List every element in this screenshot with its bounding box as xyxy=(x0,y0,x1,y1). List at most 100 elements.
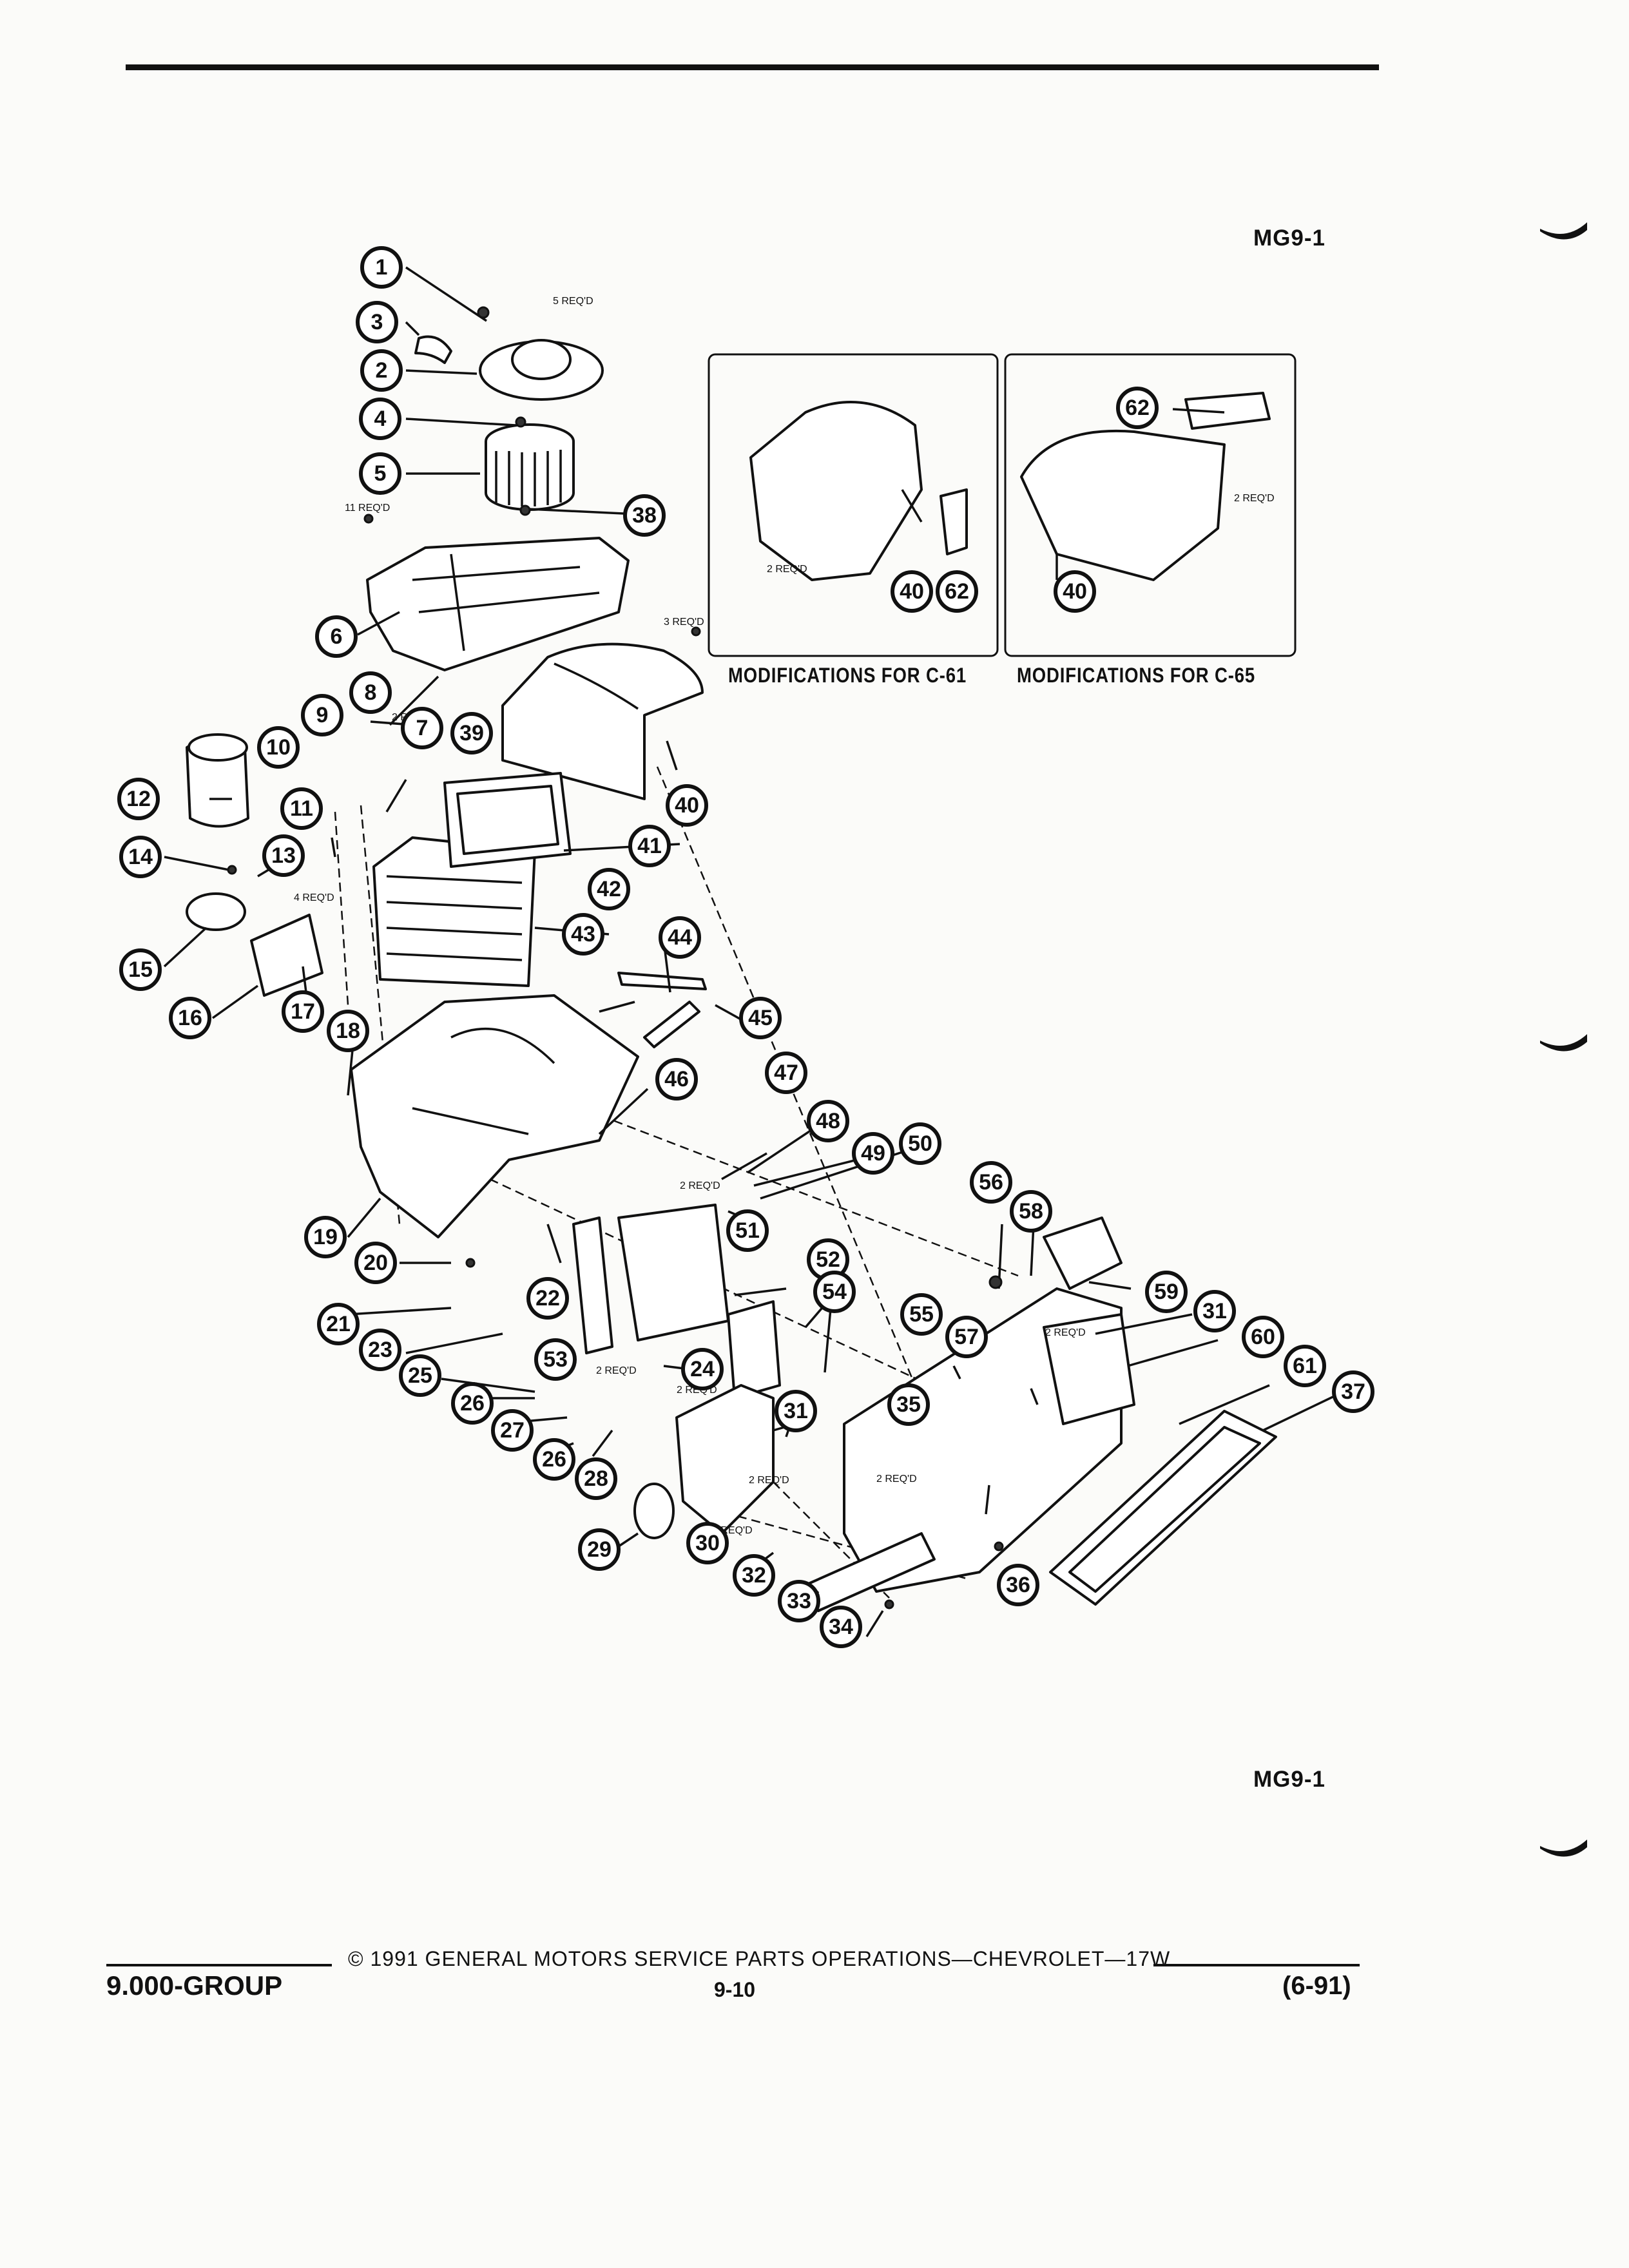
svg-text:28: 28 xyxy=(584,1466,608,1491)
callout: 62 xyxy=(1116,387,1159,429)
callout: 14 xyxy=(119,836,162,878)
heater-core xyxy=(572,1204,729,1354)
callout: 61 xyxy=(1284,1345,1326,1387)
binder-tab-mark xyxy=(1540,1034,1587,1052)
inset-panel-c65 xyxy=(1004,353,1296,657)
qty-note: 4 REQ'D xyxy=(294,892,334,903)
callout: 39 xyxy=(450,712,493,754)
callout: 55 xyxy=(900,1293,943,1336)
svg-text:17: 17 xyxy=(291,999,315,1024)
callout: 51 xyxy=(726,1209,769,1252)
callout: 40 xyxy=(891,570,933,613)
callout: 17 xyxy=(282,990,324,1033)
svg-text:32: 32 xyxy=(742,1563,766,1588)
callout: 54 xyxy=(813,1271,856,1313)
callout: 29 xyxy=(578,1528,621,1571)
callout: 16 xyxy=(169,997,211,1039)
qty-note: 2 REQ'D xyxy=(680,1180,720,1191)
inset-c65-housing xyxy=(1020,392,1271,581)
callout: 22 xyxy=(526,1277,569,1320)
callout: 47 xyxy=(765,1052,807,1094)
callout: 58 xyxy=(1010,1190,1052,1233)
svg-text:26: 26 xyxy=(460,1391,485,1416)
svg-text:38: 38 xyxy=(632,503,657,528)
inset-caption-c65: MODIFICATIONS FOR C-65 xyxy=(1017,664,1256,687)
qty-note: 2 REQ'D xyxy=(1234,493,1275,504)
callout: 24 xyxy=(681,1348,724,1390)
svg-text:61: 61 xyxy=(1293,1354,1317,1378)
svg-text:10: 10 xyxy=(266,735,291,760)
callout: 37 xyxy=(1332,1370,1374,1413)
callout: 52 xyxy=(807,1238,849,1281)
svg-text:48: 48 xyxy=(816,1109,840,1133)
callout: 18 xyxy=(327,1010,369,1052)
callout: 26 xyxy=(451,1382,494,1425)
svg-text:21: 21 xyxy=(326,1312,351,1336)
svg-text:18: 18 xyxy=(336,1019,360,1043)
svg-text:7: 7 xyxy=(416,716,429,740)
callout: 35 xyxy=(887,1383,930,1426)
gasket xyxy=(1049,1410,1277,1606)
callout: 8 xyxy=(349,671,392,714)
svg-text:46: 46 xyxy=(664,1067,689,1091)
duct-assembly xyxy=(675,1384,775,1535)
binder-tab-mark xyxy=(1540,222,1587,240)
top-rule xyxy=(126,64,1379,70)
svg-text:26: 26 xyxy=(542,1447,566,1472)
callout: 56 xyxy=(970,1161,1012,1204)
svg-text:27: 27 xyxy=(500,1418,525,1443)
assembly-lines xyxy=(334,766,1096,1599)
bracket-16-17 xyxy=(250,914,323,997)
svg-text:59: 59 xyxy=(1154,1280,1179,1304)
callout: 31 xyxy=(1193,1290,1236,1332)
callout: 49 xyxy=(852,1132,894,1175)
callout: 60 xyxy=(1242,1316,1284,1358)
inset-c61-housing xyxy=(749,401,968,581)
svg-text:13: 13 xyxy=(271,843,296,868)
qty-note: 11 REQ'D xyxy=(345,503,390,514)
callout: 45 xyxy=(739,997,782,1039)
callout: 59 xyxy=(1145,1271,1188,1313)
svg-text:40: 40 xyxy=(675,793,699,818)
callout: 10 xyxy=(257,726,300,769)
svg-text:45: 45 xyxy=(748,1006,773,1030)
callout: 2 xyxy=(360,349,403,392)
figure-code-bottom: MG9-1 xyxy=(1253,1767,1325,1792)
svg-text:14: 14 xyxy=(128,845,153,869)
callout: 20 xyxy=(354,1242,397,1284)
evaporator-core xyxy=(372,836,536,987)
callout: 57 xyxy=(945,1316,988,1358)
callout-group: 1 2 3 4 5 6 7 8 9 10 11 12 13 14 15 16 1… xyxy=(117,246,1374,1648)
callout: 9 xyxy=(301,694,343,736)
svg-text:41: 41 xyxy=(637,834,662,858)
qty-note: 2 REQ'D xyxy=(767,564,807,575)
svg-text:62: 62 xyxy=(945,579,969,604)
inset-caption-c61: MODIFICATIONS FOR C-61 xyxy=(728,664,967,687)
inset-panel-c61 xyxy=(708,353,999,657)
svg-text:22: 22 xyxy=(535,1286,560,1311)
callout: 21 xyxy=(317,1303,360,1345)
svg-text:54: 54 xyxy=(822,1280,847,1304)
blower-housing xyxy=(501,642,704,800)
callout: 32 xyxy=(733,1554,775,1597)
callout: 42 xyxy=(588,868,630,910)
grommet xyxy=(633,1483,675,1539)
svg-text:39: 39 xyxy=(459,721,484,745)
callout: 40 xyxy=(666,784,708,827)
svg-text:11: 11 xyxy=(290,796,313,821)
binder-tab-mark xyxy=(1540,1840,1587,1857)
qty-note: 5 REQ'D xyxy=(553,296,593,307)
blower-wheel xyxy=(485,423,575,511)
svg-text:35: 35 xyxy=(896,1392,921,1417)
svg-text:37: 37 xyxy=(1341,1379,1365,1404)
svg-text:12: 12 xyxy=(126,787,151,811)
qty-note: 3 REQ'D xyxy=(664,617,704,628)
svg-text:24: 24 xyxy=(690,1357,715,1381)
callout: 26 xyxy=(533,1438,575,1481)
callout: 62 xyxy=(936,570,978,613)
mode-valve xyxy=(1043,1216,1123,1290)
svg-text:29: 29 xyxy=(587,1537,612,1562)
callout: 44 xyxy=(659,916,701,959)
footer-copyright: © 1991 GENERAL MOTORS SERVICE PARTS OPER… xyxy=(348,1947,1171,1970)
